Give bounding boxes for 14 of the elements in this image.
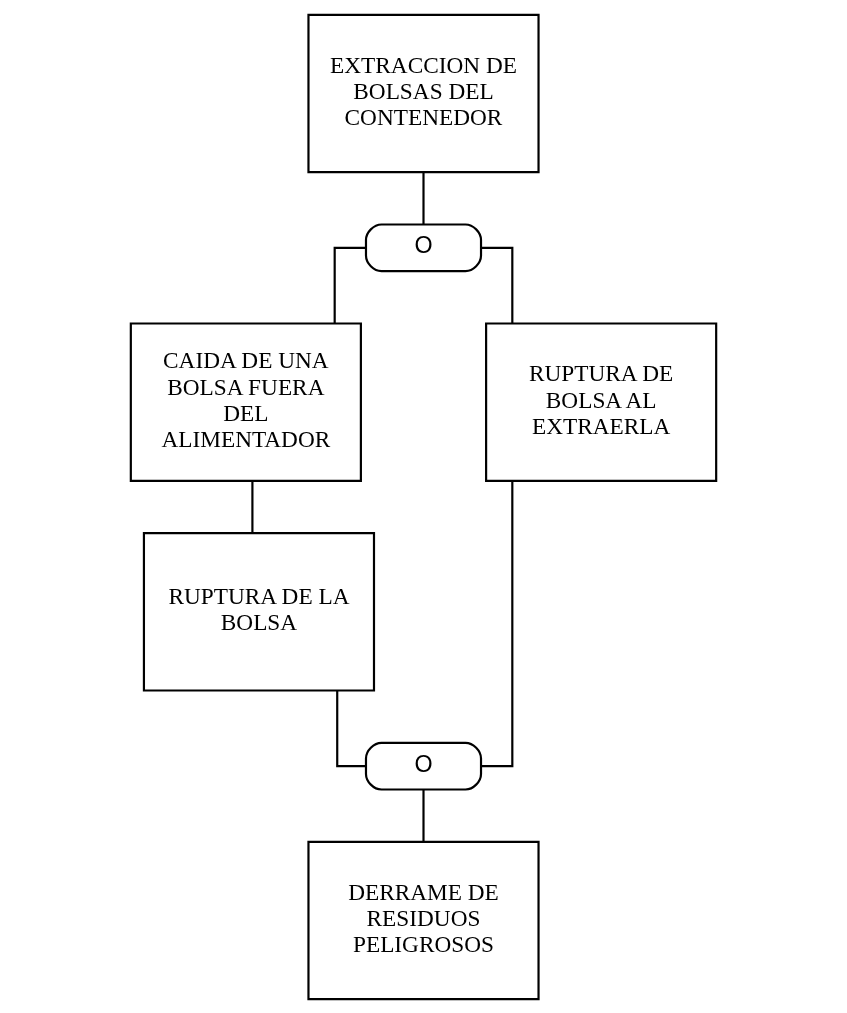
connector bbox=[422, 171, 425, 224]
connector bbox=[481, 480, 514, 767]
node-box: O bbox=[364, 222, 483, 272]
node-box: DERRAME DE RESIDUOS PELIGROSOS bbox=[307, 840, 540, 1000]
connector bbox=[481, 246, 514, 323]
node-box: CAIDA DE UNA BOLSA FUERA DEL ALIMENTADOR bbox=[129, 321, 362, 482]
connector bbox=[422, 789, 425, 842]
connector bbox=[336, 690, 366, 767]
connector bbox=[251, 480, 254, 533]
node-box: RUPTURA DE BOLSA AL EXTRAERLA bbox=[485, 321, 718, 482]
connector bbox=[333, 246, 366, 323]
node-box: EXTRACCION DE BOLSAS DEL CONTENEDOR bbox=[307, 13, 540, 173]
node-box: O bbox=[364, 741, 483, 791]
node-box: RUPTURA DE LA BOLSA bbox=[142, 531, 376, 692]
